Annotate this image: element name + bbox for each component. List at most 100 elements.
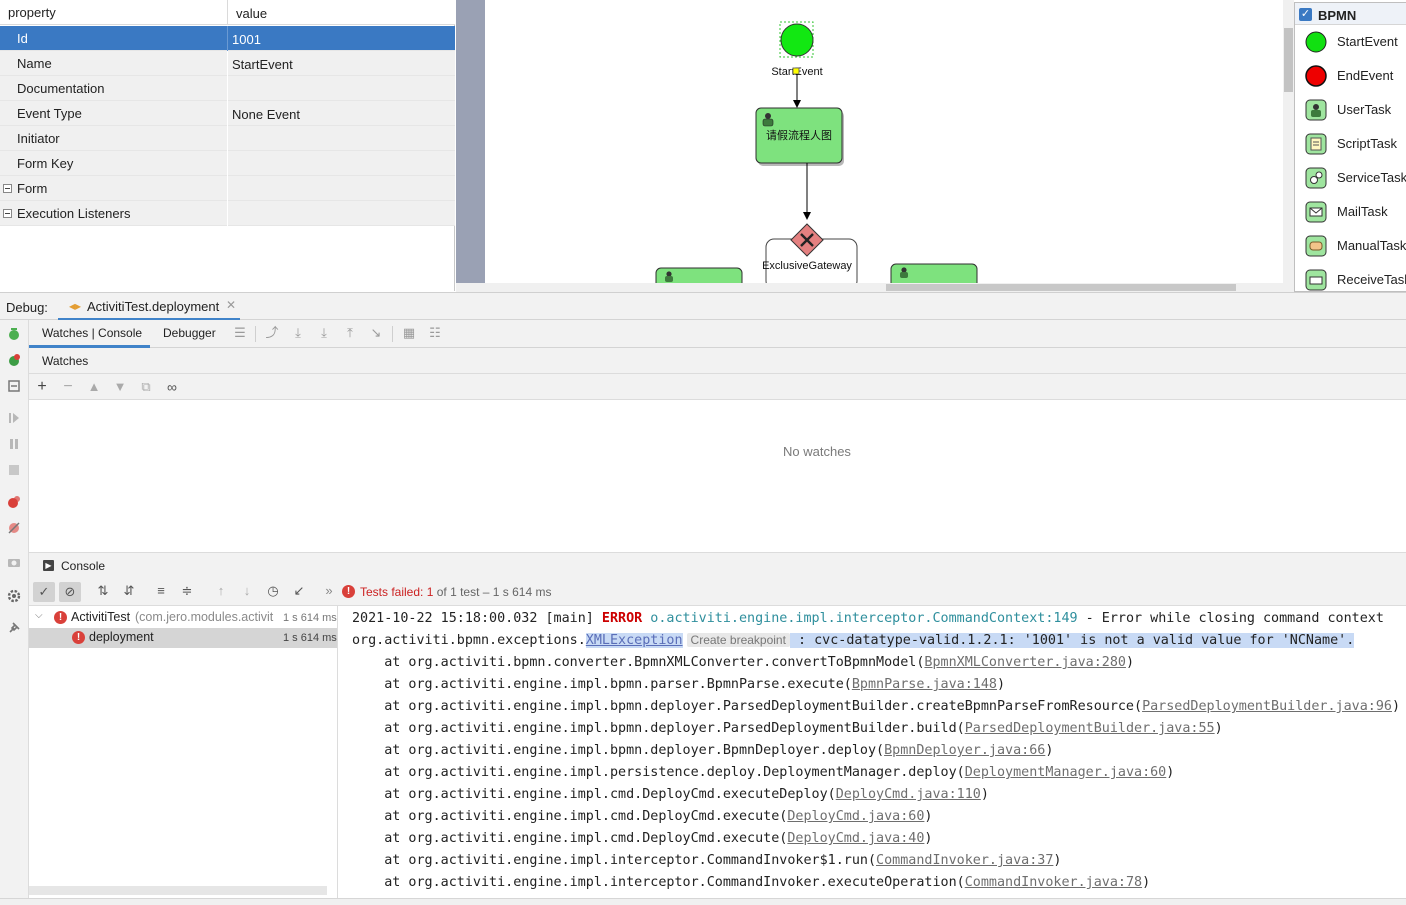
checkbox-checked-icon[interactable]: ✓ [1299,8,1312,21]
next-failed-icon[interactable]: ↓ [243,583,251,598]
more-icon[interactable]: » [325,583,333,598]
console-header[interactable]: ▶ Console [29,552,1406,578]
property-value[interactable]: StartEvent [232,57,293,72]
palette-item-manual-task[interactable]: ManualTask [1305,234,1406,260]
property-row-documentation[interactable]: Documentation [0,76,455,101]
palette-item-script-task[interactable]: ScriptTask [1305,132,1406,158]
tree-horizontal-scrollbar[interactable] [29,886,327,895]
test-suite-row[interactable]: ⌵ ! ActivitiTest (com.jero.modules.activ… [29,608,337,628]
property-row-name[interactable]: Name StartEvent [0,51,455,76]
view-breakpoints-icon[interactable] [6,494,22,510]
tab-debugger[interactable]: Debugger [163,326,216,340]
chevron-down-icon[interactable]: ⌵ [35,610,43,621]
collapse-icon[interactable] [3,184,12,193]
tab-watches-console[interactable]: Watches | Console [42,326,143,340]
expand-all-icon[interactable]: ≡ [157,583,165,598]
start-event-shape[interactable] [780,23,814,57]
test-results-tree[interactable]: ⌵ ! ActivitiTest (com.jero.modules.activ… [29,606,338,898]
move-down-icon[interactable]: ▼ [113,379,127,394]
bpmn-canvas[interactable]: StartEvent 请假流程人图 ExclusiveGateway [485,0,1283,284]
source-link[interactable]: CommandInvoker.java:37 [876,853,1054,868]
palette-item-mail-task[interactable]: MailTask [1305,200,1406,226]
camera-icon[interactable] [6,554,22,570]
source-link[interactable]: ParsedDeploymentBuilder.java:55 [964,721,1215,736]
rerun-icon[interactable] [6,326,22,342]
source-link[interactable]: DeployCmd.java:40 [787,831,925,846]
property-row-initiator[interactable]: Initiator [0,126,455,151]
sort-by-duration-icon[interactable]: ⇵ [123,583,135,598]
source-link[interactable]: DeployCmd.java:110 [835,787,981,802]
palette-header[interactable]: ✓ BPMN [1295,3,1406,25]
sort-alphabetically-icon[interactable]: ⇅ [97,583,109,598]
rerun-failed-icon[interactable] [6,352,22,368]
property-row-event-type[interactable]: Event Type None Event [0,101,455,126]
show-execution-point-icon[interactable]: ⤴ [265,325,279,340]
test-case-row[interactable]: ! deployment 1 s 614 ms [29,628,337,648]
palette-item-label: ReceiveTask [1337,272,1406,287]
user-task-shape-right[interactable] [890,263,978,284]
scrollbar-thumb[interactable] [1284,28,1293,92]
palette-item-user-task[interactable]: UserTask [1305,98,1406,124]
source-link[interactable]: DeployCmd.java:60 [787,809,925,824]
source-link[interactable]: BpmnXMLConverter.java:280 [924,655,1126,670]
mail-task-icon [1305,201,1327,223]
property-value[interactable]: None Event [232,107,300,122]
property-row-form-key[interactable]: Form Key [0,151,455,176]
bpmn-diagram[interactable]: StartEvent 请假流程人图 ExclusiveGateway [485,0,1283,284]
watches-list[interactable]: No watches [29,400,1406,546]
copy-icon[interactable]: ⧉ [141,379,151,394]
property-row-id[interactable]: Id 1001 [0,26,455,51]
stop-icon[interactable] [6,462,22,478]
manual-task-icon [1305,235,1327,257]
property-row-execution-listeners[interactable]: Execution Listeners [0,201,455,226]
create-breakpoint-button[interactable]: Create breakpoint [686,633,790,647]
pause-icon[interactable] [6,436,22,452]
source-link[interactable]: ParsedDeploymentBuilder.java:96 [1142,699,1392,714]
source-link[interactable]: DeploymentManager.java:60 [964,765,1167,780]
move-up-icon[interactable]: ▲ [87,379,101,394]
add-watch-icon[interactable]: + [37,378,47,395]
collapse-all-icon[interactable]: ≑ [181,583,193,598]
scrollbar-thumb[interactable] [886,284,1236,291]
run-to-cursor-icon[interactable]: ↘ [370,325,382,340]
show-passed-icon[interactable]: ✓ [33,582,55,602]
property-value[interactable]: 1001 [232,32,261,47]
source-link[interactable]: CommandInvoker.java:78 [964,875,1143,890]
show-ignored-icon[interactable]: ⊘ [59,582,81,602]
canvas-horizontal-scrollbar[interactable] [456,283,1294,292]
mute-breakpoints-icon[interactable] [6,520,22,536]
palette-item-service-task[interactable]: ServiceTask [1305,166,1406,192]
stack-frame-line: at org.activiti.engine.impl.bpmn.deploye… [352,721,1223,736]
status-bar [0,898,1406,905]
glasses-icon[interactable]: ∞ [167,379,177,395]
test-history-icon[interactable]: ◷ [267,583,279,598]
step-out-icon[interactable]: ⤒ [347,325,353,340]
layout-menu-icon[interactable]: ☰ [234,325,246,340]
pin-icon[interactable] [6,620,22,636]
source-link[interactable]: BpmnParse.java:148 [851,677,997,692]
source-link[interactable]: BpmnDeployer.java:66 [884,743,1046,758]
properties-header: property value [0,0,455,25]
property-row-form[interactable]: Form [0,176,455,201]
settings-gear-icon[interactable] [6,588,22,604]
palette-item-start-event[interactable]: StartEvent [1305,30,1406,56]
palette-scrollbar[interactable] [1283,0,1294,292]
connection-handle[interactable] [792,67,800,75]
palette-item-end-event[interactable]: EndEvent [1305,64,1406,90]
palette-item-receive-task[interactable]: ReceiveTask [1305,268,1406,294]
trace-icon[interactable]: ☷ [429,325,441,340]
modify-run-configuration-icon[interactable] [6,378,22,394]
remove-watch-icon[interactable]: − [63,378,73,395]
console-output[interactable]: 2021-10-22 15:18:00.032 [main] ERROR o.a… [339,606,1406,898]
step-into-icon[interactable]: ⤓ [321,325,327,340]
evaluate-expression-icon[interactable]: ▦ [402,325,416,340]
export-icon[interactable]: ↙ [293,583,305,598]
debug-session-tab[interactable]: ◂▸ ActivitiTest.deployment ✕ [58,293,240,321]
close-icon[interactable]: ✕ [226,298,237,312]
step-over-icon[interactable]: ⤓ [295,325,301,340]
exception-class-link[interactable]: XMLException [585,633,683,648]
previous-failed-icon[interactable]: ↑ [217,583,225,598]
resume-icon[interactable] [6,410,22,426]
user-task-shape[interactable] [755,107,843,164]
collapse-icon[interactable] [3,209,12,218]
